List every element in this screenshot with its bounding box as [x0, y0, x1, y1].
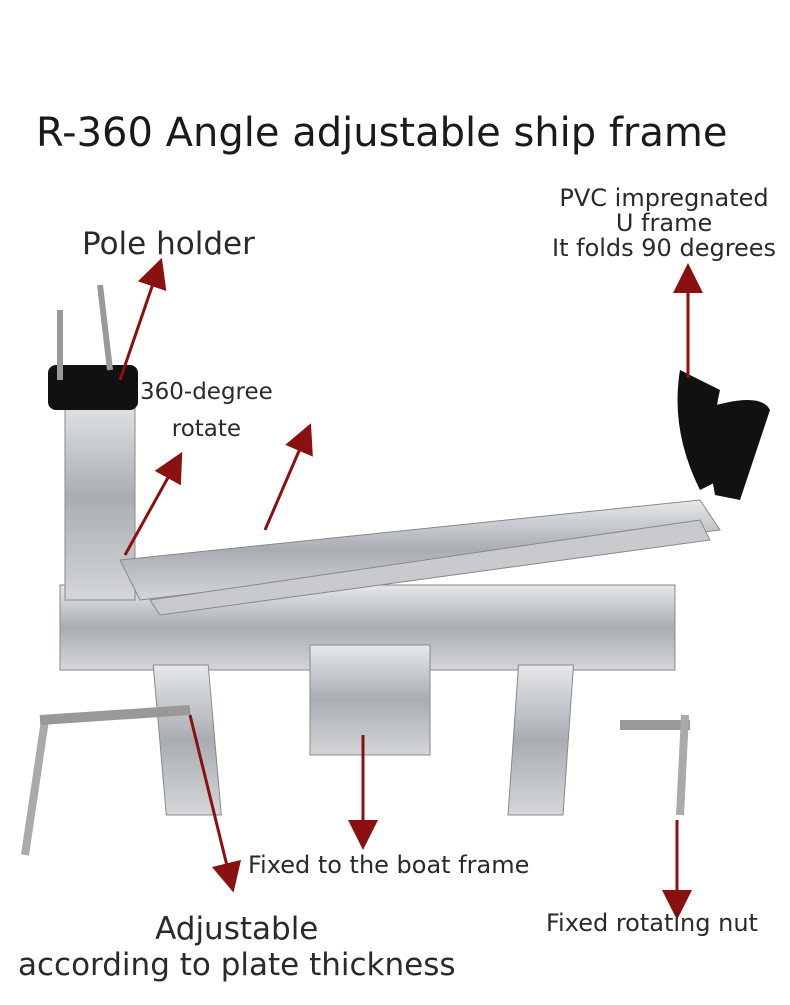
rotating-nut-label: Fixed rotating nut: [546, 909, 758, 937]
arrow-rotate-2: [263, 423, 313, 531]
boat-frame-label: Fixed to the boat frame: [248, 851, 530, 879]
pvc-u-frame-label: PVC impregnated U frame It folds 90 degr…: [552, 184, 777, 263]
pvc-label-line: U frame: [615, 209, 713, 238]
page-title: R-360 Angle adjustable ship frame: [36, 110, 728, 156]
adjustable-label-line: according to plate thickness: [18, 946, 456, 983]
adjustable-label-line: Adjustable: [155, 911, 319, 947]
frame-body: [21, 284, 770, 856]
arrow-pole-holder: [118, 257, 167, 381]
annotation-arrows: [118, 257, 703, 920]
pvc-label-line: PVC impregnated: [559, 184, 769, 212]
rotate-label-line: rotate: [171, 415, 242, 442]
arrow-rotate-1: [123, 451, 183, 556]
rotate-label: 360-degree rotate: [140, 374, 273, 448]
pole-holder-label: Pole holder: [82, 226, 255, 262]
rotate-label-line: 360-degree: [140, 379, 273, 405]
pvc-label-line: It folds 90 degrees: [552, 234, 777, 263]
arrow-adjustable: [188, 714, 241, 893]
adjustable-label: Adjustable according to plate thickness: [18, 911, 456, 983]
